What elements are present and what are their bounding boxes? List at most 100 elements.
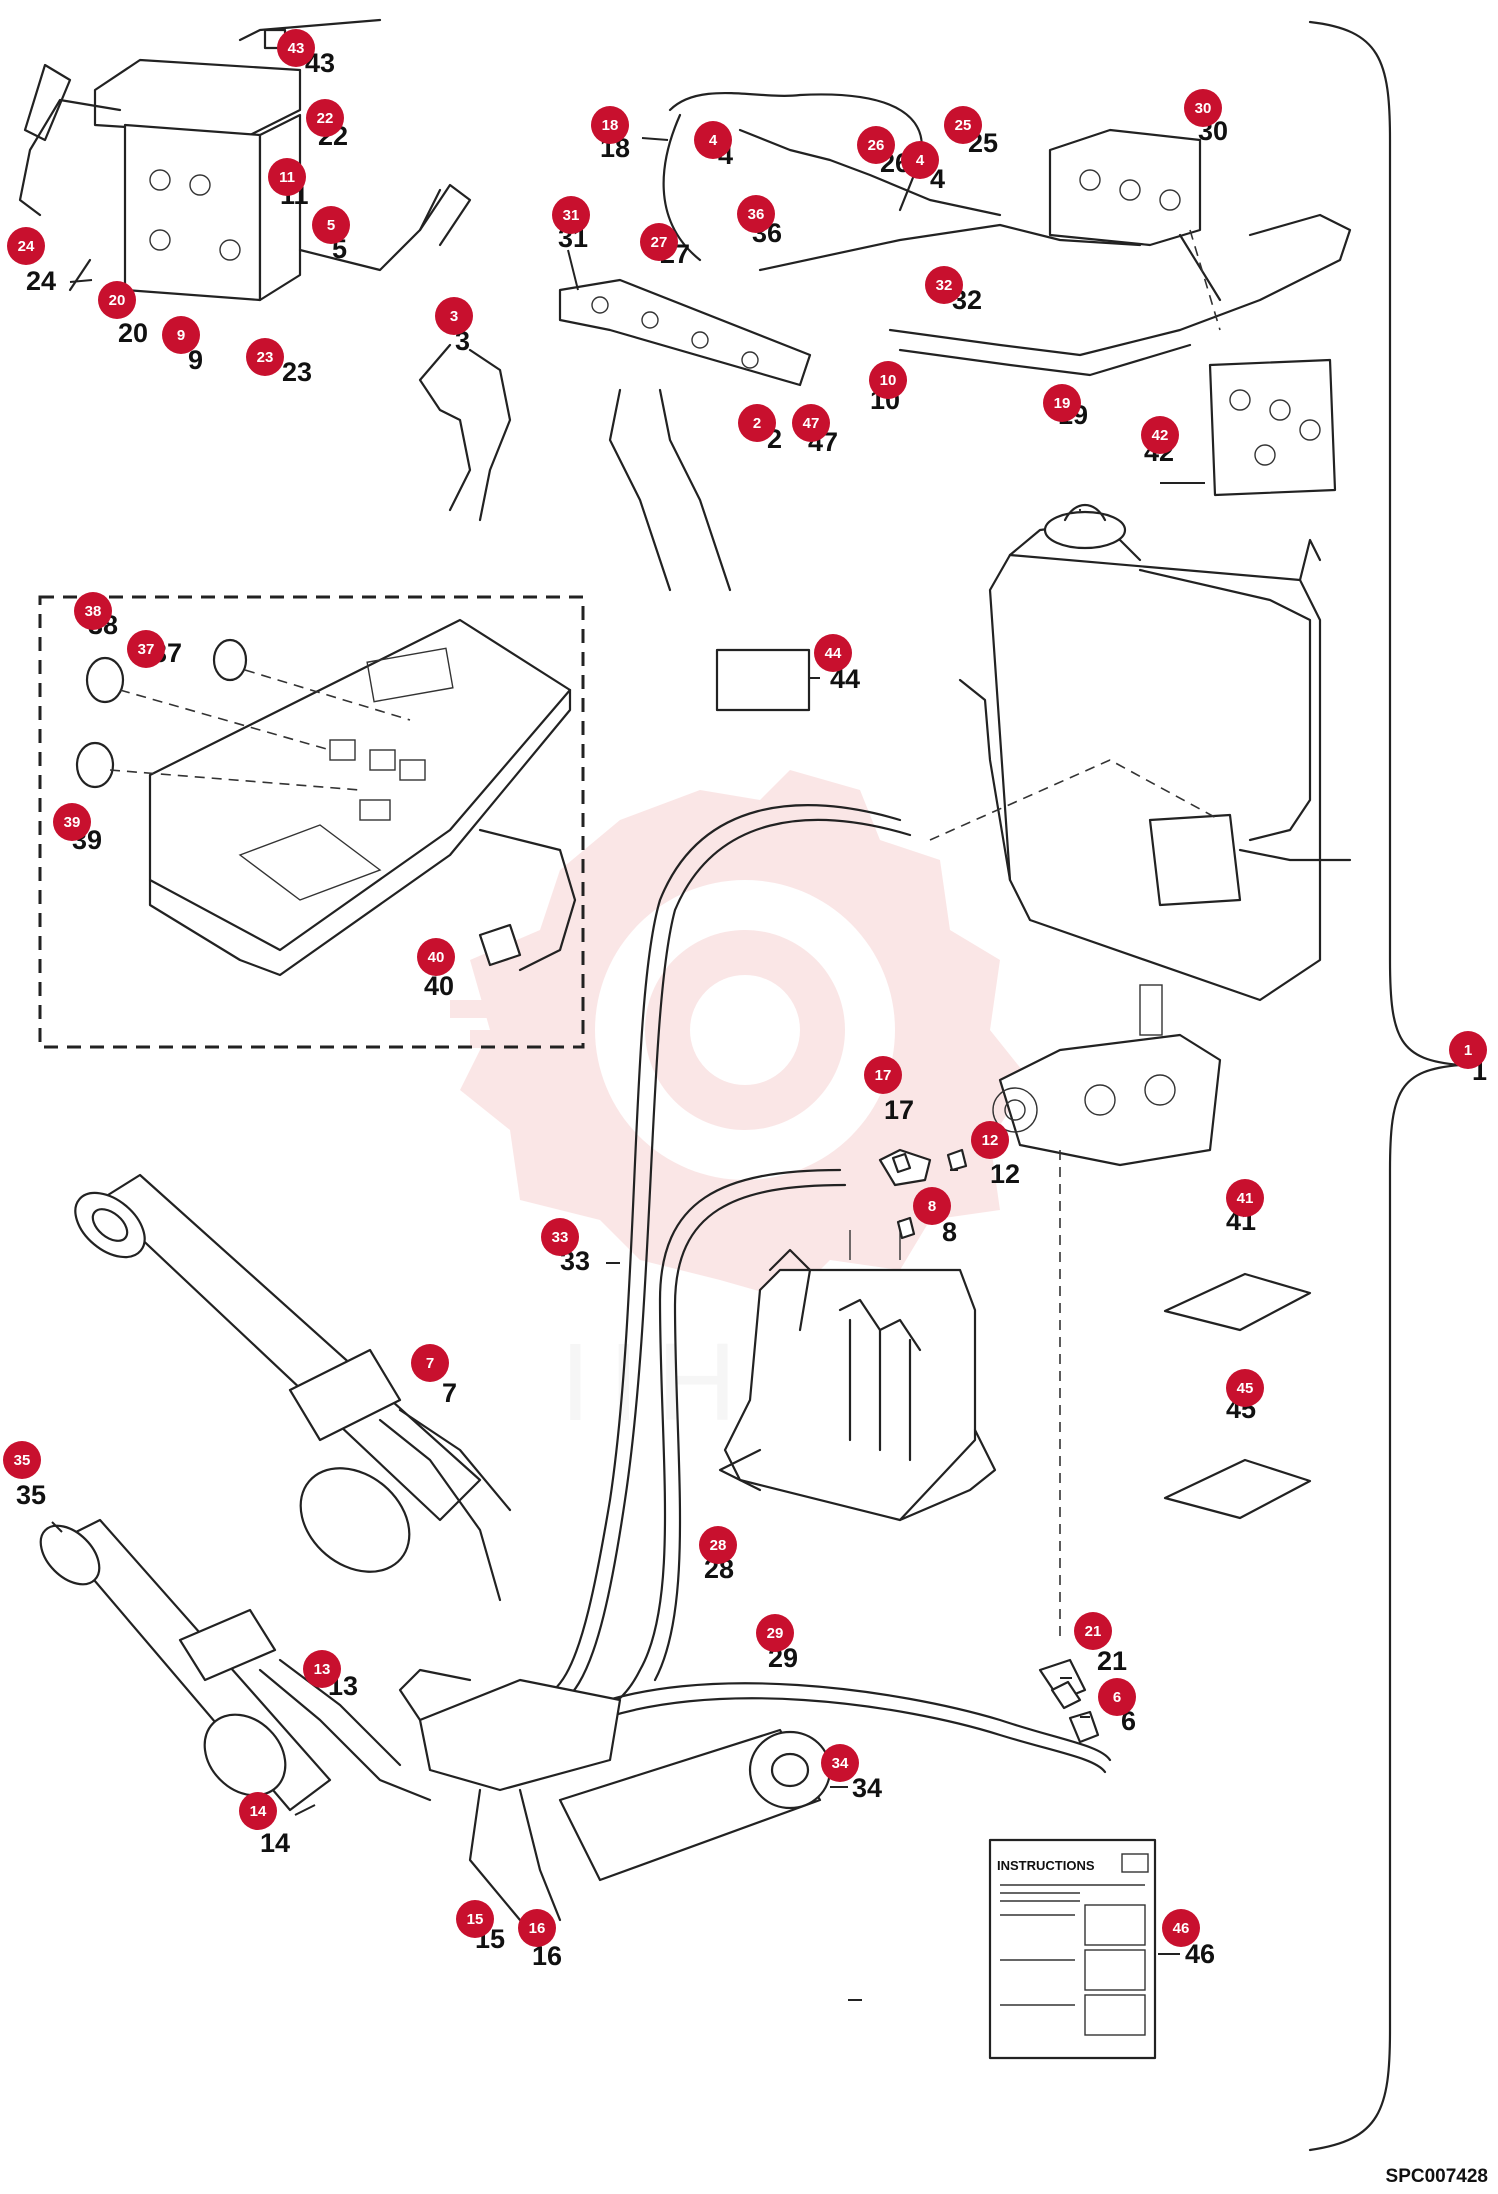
svg-text:12: 12 [982,1132,999,1149]
part-number-12: 12 [990,1159,1020,1189]
callout-marker-16: 16 [518,1909,556,1947]
valve-assembly-top-left [18,18,472,302]
svg-text:42: 42 [1152,427,1169,444]
callout-marker-36: 36 [737,195,775,233]
part-number-17: 17 [884,1095,914,1125]
svg-text:16: 16 [529,1920,546,1937]
callout-marker-2: 2 [738,404,776,442]
svg-text:10: 10 [880,372,897,389]
part-number-21: 21 [1097,1646,1127,1676]
hose-29 [578,1682,1112,1762]
svg-text:4: 4 [916,152,925,169]
svg-text:7: 7 [426,1355,434,1372]
decal-45 [1163,1458,1312,1520]
callout-marker-3: 3 [435,297,473,335]
svg-text:8: 8 [928,1198,936,1215]
dash-leader-tank [929,759,1221,841]
callout-marker-44: 44 [814,634,852,672]
callout-marker-38: 38 [74,592,112,630]
svg-text:40: 40 [428,949,445,966]
svg-text:15: 15 [467,1911,484,1928]
hose-28 [568,1168,842,1715]
lift-cylinder-lower [39,1518,432,1812]
callout-marker-28: 28 [699,1526,737,1564]
svg-text:46: 46 [1173,1920,1190,1937]
part-number-9: 9 [188,345,203,375]
fitting-17 [891,1152,912,1174]
svg-text:6: 6 [1113,1689,1121,1706]
leader-lines [51,137,1205,2001]
callout-marker-45: 45 [1226,1369,1264,1407]
fitting-kit-box [1208,358,1337,497]
part-number-20: 20 [118,318,148,348]
callout-marker-47: 47 [792,404,830,442]
callout-marker-17: 17 [864,1056,902,1094]
callout-marker-15: 15 [456,1900,494,1938]
callout-marker-4a: 4 [694,121,732,159]
decal-41 [1163,1272,1312,1332]
callout-marker-21: 21 [1074,1612,1112,1650]
callout-marker-43: 43 [277,29,315,67]
svg-text:11: 11 [279,169,295,186]
part-number-40: 40 [424,971,454,1001]
svg-text:37: 37 [138,641,155,658]
part-number-7: 7 [442,1378,457,1408]
instructions-title: INSTRUCTIONS [997,1858,1095,1873]
svg-text:9: 9 [177,327,185,344]
svg-text:4: 4 [709,132,718,149]
callout-marker-18: 18 [591,106,629,144]
hydraulic-pump [992,984,1222,1167]
hose-33-second [503,818,912,1713]
callout-markers: 43 22 11 5 24 20 9 23 18 4 26 4 25 30 36… [3,29,1487,1947]
tilt-cylinder-lower [398,1668,832,1922]
svg-text:13: 13 [314,1661,331,1678]
fitting-12 [946,1148,968,1172]
callout-marker-12: 12 [971,1121,1009,1159]
callout-marker-13: 13 [303,1650,341,1688]
part-number-23: 23 [282,357,312,387]
svg-text:3: 3 [450,308,458,325]
part-number-34: 34 [852,1773,882,1803]
svg-text:39: 39 [64,814,81,831]
svg-text:29: 29 [767,1625,784,1642]
hose-29-second [583,1697,1107,1774]
callout-marker-34: 34 [821,1744,859,1782]
dash-leader-30 [1189,229,1221,331]
svg-text:45: 45 [1237,1380,1254,1397]
svg-text:43: 43 [288,40,305,57]
svg-text:23: 23 [257,349,274,366]
callout-marker-4b: 4 [901,141,939,179]
svg-text:1: 1 [1464,1042,1472,1059]
sheet-id-label: SPC007428 [1385,2166,1488,2187]
hose-33 [498,804,902,1700]
svg-text:22: 22 [317,110,334,127]
part-number-24: 24 [26,266,56,296]
callout-marker-35: 35 [3,1441,41,1479]
callout-marker-32: 32 [925,266,963,304]
callout-marker-6: 6 [1098,1678,1136,1716]
svg-text:17: 17 [875,1067,892,1084]
lift-cylinder-upper [74,1173,512,1602]
fitting-6 [1068,1710,1100,1744]
callout-marker-29: 29 [756,1614,794,1652]
svg-text:2: 2 [753,415,761,432]
part-number-14: 14 [260,1828,290,1858]
callout-marker-41: 41 [1226,1179,1264,1217]
callout-marker-20: 20 [98,281,136,319]
control-panel-detail-box [38,595,585,1049]
instructions-decal: INSTRUCTIONS [988,1838,1157,2060]
svg-text:28: 28 [710,1537,727,1554]
callout-marker-22: 22 [306,99,344,137]
assembly-brace [1308,20,1462,2152]
svg-text:44: 44 [825,645,842,662]
svg-text:20: 20 [109,292,126,309]
callout-marker-8: 8 [913,1187,951,1225]
callout-marker-24: 24 [7,227,45,265]
callout-marker-33: 33 [541,1218,579,1256]
callout-marker-11: 11 [268,158,306,196]
svg-text:21: 21 [1085,1623,1102,1640]
callout-marker-14: 14 [239,1792,277,1830]
svg-text:32: 32 [936,277,953,294]
hose-28-second [653,1183,847,1682]
